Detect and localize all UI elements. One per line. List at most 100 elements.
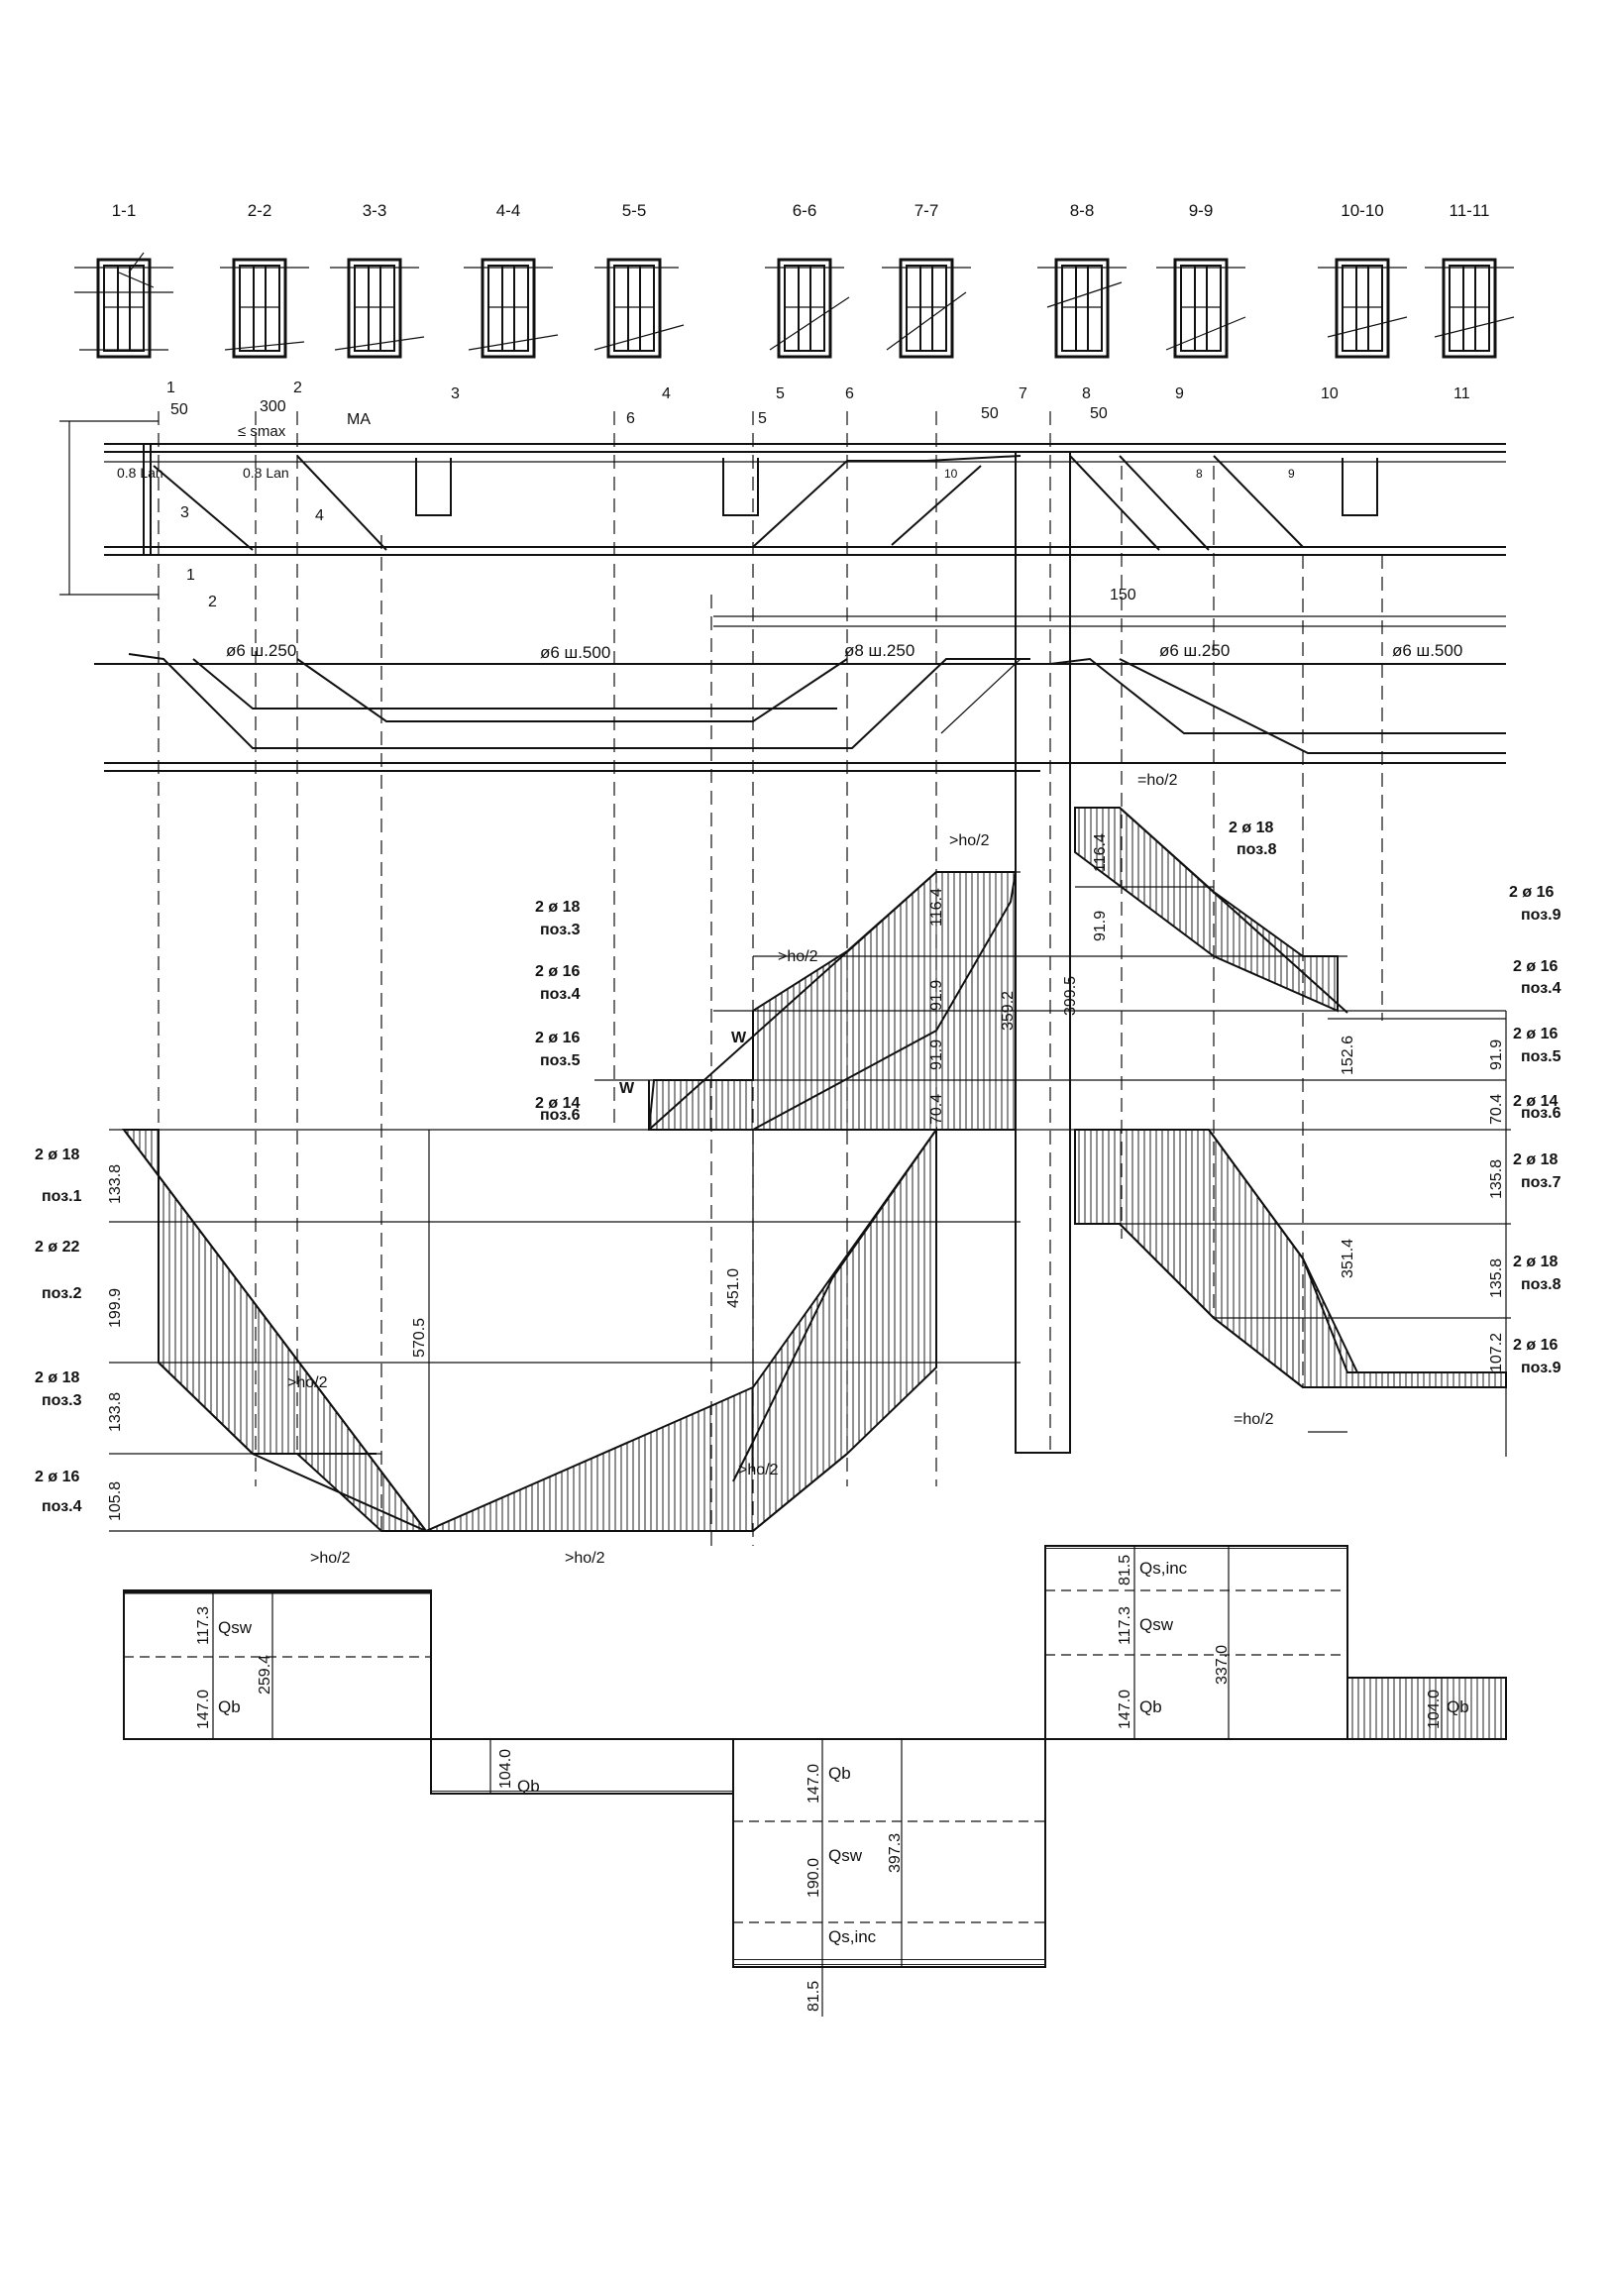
moment-value: 91.9 [1092, 911, 1109, 941]
center-bar-label: 2 ø 18 поз.8 [1229, 820, 1277, 858]
shear-value: 397.3 [887, 1833, 904, 1873]
moment-value: 399.5 [1062, 976, 1079, 1016]
moment-value: 116.4 [1092, 833, 1109, 872]
moment-value: 91.9 [928, 1039, 945, 1070]
shear-value: 104.0 [1426, 1690, 1443, 1729]
section-1-1: 1-1 [74, 201, 173, 359]
cut-mark: 5 [776, 385, 785, 402]
bar-number: 8 [1196, 467, 1203, 481]
moment-value: 570.5 [411, 1318, 428, 1358]
section-2-2: 2-2 [220, 201, 309, 359]
dim-50-a: 50 [981, 405, 999, 422]
moment-value: 359.2 [1000, 991, 1017, 1031]
bar-number: 1 [186, 567, 195, 584]
section-label: 1-1 [112, 201, 137, 220]
moment-value: 70.4 [928, 1094, 945, 1125]
bar-diameter: 2 ø 16 [1513, 1337, 1558, 1354]
moment-value: 152.6 [1340, 1036, 1356, 1075]
bar-diameter: 2 ø 14 [535, 1095, 580, 1112]
bar-diameter: 2 ø 18 [1513, 1254, 1558, 1270]
bar-position: поз.3 [42, 1392, 82, 1409]
cut-marks: 1 2 3 4 5 6 7 8 9 10 11 [166, 380, 1470, 402]
dim-08-lan-1: 0.8 Lan [117, 465, 163, 481]
shear-value: 337.0 [1214, 1645, 1231, 1685]
ho2-label: >ho/2 [565, 1550, 605, 1567]
moment-values: 133.8 199.9 133.8 105.8 570.5 451.0 116.… [107, 833, 1505, 1521]
left-bar-labels: 2 ø 18 поз.1 2 ø 22 поз.2 2 ø 18 поз.3 2… [35, 1147, 82, 1515]
bar-diameter: 2 ø 18 [1513, 1151, 1558, 1168]
w-marker: W [619, 1080, 635, 1097]
stirrups-1: ø6 ш.250 [226, 641, 296, 660]
moment-value: 351.4 [1340, 1239, 1356, 1278]
bar-position: поз.6 [540, 1107, 581, 1124]
stirrups-3: ø8 ш.250 [844, 641, 915, 660]
moment-envelope-support [647, 871, 1017, 1131]
section-label: 3-3 [363, 201, 387, 220]
cut-mark: 7 [1019, 385, 1027, 402]
beam-elevation: 1 2 3 4 5 6 7 8 9 10 11 50 300 ≤ smax MA… [59, 380, 1506, 1454]
bar-diameter: 2 ø 18 [35, 1369, 79, 1386]
moment-value: 91.9 [928, 980, 945, 1011]
section-label: 11-11 [1450, 201, 1490, 220]
dim-50-b: 50 [1090, 405, 1108, 422]
bar-position: поз.1 [42, 1188, 82, 1205]
bar-diameter: 2 ø 16 [1513, 1026, 1558, 1042]
moment-value: 116.4 [928, 888, 945, 927]
bar-position: поз.5 [1521, 1048, 1561, 1065]
shear-qsinc: Qs,inc [1139, 1559, 1188, 1578]
dim-08-lan-2: 0.8 Lan [243, 465, 289, 481]
ho2-label: >ho/2 [738, 1462, 779, 1478]
bar-diameter: 2 ø 16 [535, 1030, 580, 1046]
section-label: 10-10 [1341, 201, 1383, 220]
shear-block-left-low [430, 1738, 734, 1795]
moment-value: 133.8 [107, 1392, 124, 1432]
cut-mark: 4 [662, 385, 671, 402]
ho2-eq-label: =ho/2 [1234, 1411, 1274, 1428]
moment-envelope-left [121, 1126, 937, 1533]
moment-value: 91.9 [1488, 1039, 1505, 1070]
bar-position: поз.4 [1521, 980, 1561, 997]
bar-diameter: 2 ø 16 [1513, 958, 1558, 975]
shear-value: 81.5 [1117, 1555, 1133, 1585]
ho2-label: >ho/2 [778, 948, 818, 965]
moment-value: 107.2 [1488, 1333, 1505, 1372]
section-label: 5-5 [622, 201, 647, 220]
cut-mark: 1 [166, 380, 175, 396]
moment-value: 70.4 [1488, 1094, 1505, 1125]
cut-mark: 6 [845, 385, 854, 402]
section-label: 7-7 [915, 201, 939, 220]
section-8-8: 8-8 [1037, 201, 1127, 359]
bar-diameter: 2 ø 16 [35, 1469, 79, 1485]
shear-diagram: 117.3 147.0 259.4 Qsw Qb 104.0 Qb 147.0 … [123, 1544, 1507, 2017]
cut-mark: 9 [1175, 385, 1184, 402]
bar-diameter: 2 ø 22 [35, 1239, 79, 1256]
moment-envelope-right [1074, 1129, 1507, 1388]
cut-mark: 10 [1321, 385, 1339, 402]
bar-position: поз.8 [1237, 841, 1277, 858]
bar-number: 4 [315, 507, 324, 524]
moment-envelope-support-right [1074, 807, 1339, 1013]
stirrups-4: ø6 ш.250 [1159, 641, 1230, 660]
shear-value: 81.5 [806, 1981, 822, 2012]
section-label: 4-4 [496, 201, 521, 220]
bar-number: 5 [758, 410, 767, 427]
shear-qsw: Qsw [828, 1846, 863, 1865]
moment-value: 135.8 [1488, 1258, 1505, 1298]
moment-value: 105.8 [107, 1481, 124, 1521]
stirrups-5: ø6 ш.500 [1392, 641, 1462, 660]
shear-value: 190.0 [806, 1858, 822, 1898]
shear-qb: Qb [828, 1764, 851, 1783]
cross-sections: 1-1 2-2 3-3 4-4 [74, 201, 1515, 359]
section-10-10: 10-10 [1318, 201, 1408, 359]
shear-qb: Qb [1447, 1697, 1469, 1716]
cut-mark: 2 [293, 380, 302, 396]
shear-value: 104.0 [497, 1749, 514, 1789]
bar-position: поз.3 [540, 922, 581, 938]
bar-position: поз.6 [1521, 1105, 1561, 1122]
shear-qb: Qb [218, 1697, 241, 1716]
bar-position: поз.4 [42, 1498, 82, 1515]
bar-number: 6 [626, 410, 635, 427]
shear-qsw: Qsw [1139, 1615, 1174, 1634]
section-4-4: 4-4 [464, 201, 559, 359]
